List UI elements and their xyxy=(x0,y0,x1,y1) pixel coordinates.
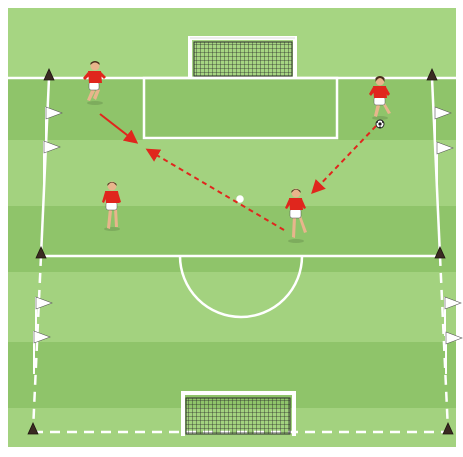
goal-icon-bottom xyxy=(183,393,294,436)
goal-icon-top xyxy=(190,38,295,78)
penalty-spot xyxy=(238,197,243,202)
ball-icon xyxy=(376,120,384,128)
